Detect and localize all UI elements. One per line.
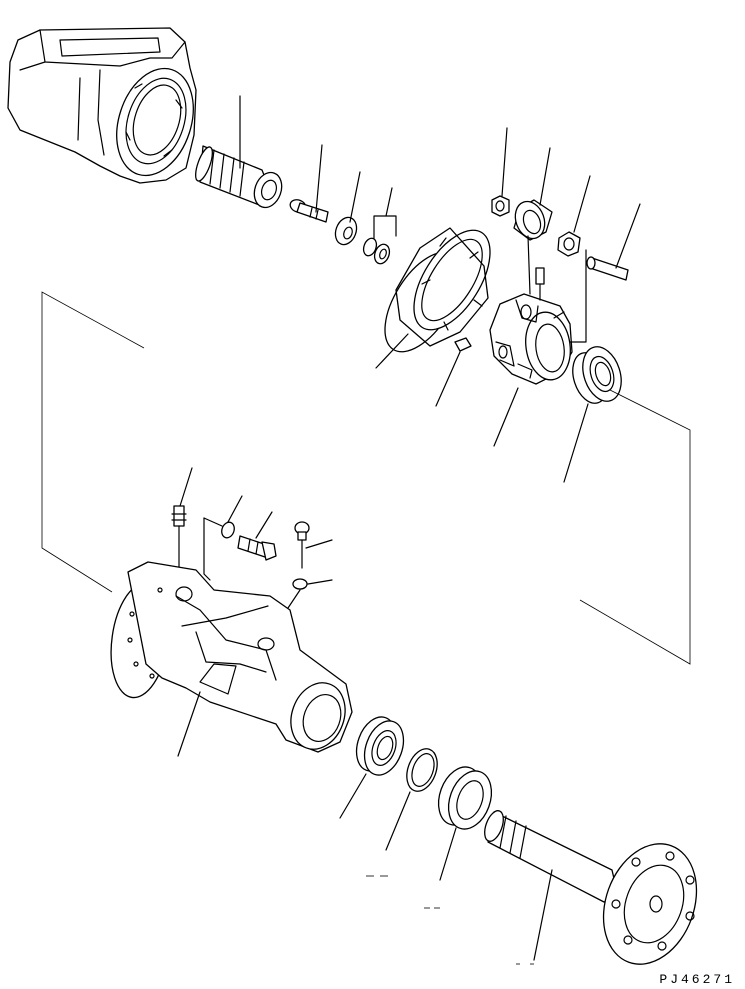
axle-bearing (340, 712, 410, 818)
axle-housing (104, 562, 354, 757)
key-pin (436, 338, 471, 406)
oil-seal (431, 761, 499, 880)
nut-left (492, 128, 509, 216)
differential-case (490, 236, 586, 446)
splined-shaft (192, 96, 286, 211)
transmission-housing (8, 28, 206, 185)
pinion-pin (587, 204, 640, 280)
dipstick-plug (295, 522, 332, 568)
drawing-code: PJ46271 (659, 972, 735, 987)
axle-shaft (481, 808, 713, 977)
nut-right (558, 176, 590, 256)
side-bearing (564, 342, 628, 482)
bolt (288, 145, 328, 222)
bracket-leaders (42, 292, 690, 664)
hex-bolt (238, 512, 276, 560)
shim-pair (361, 188, 396, 266)
gasket-small (204, 496, 242, 580)
faint-marks (366, 876, 534, 964)
bushing (510, 148, 552, 243)
washer (332, 172, 360, 248)
ring-gear (370, 218, 506, 368)
snap-ring (386, 745, 443, 850)
